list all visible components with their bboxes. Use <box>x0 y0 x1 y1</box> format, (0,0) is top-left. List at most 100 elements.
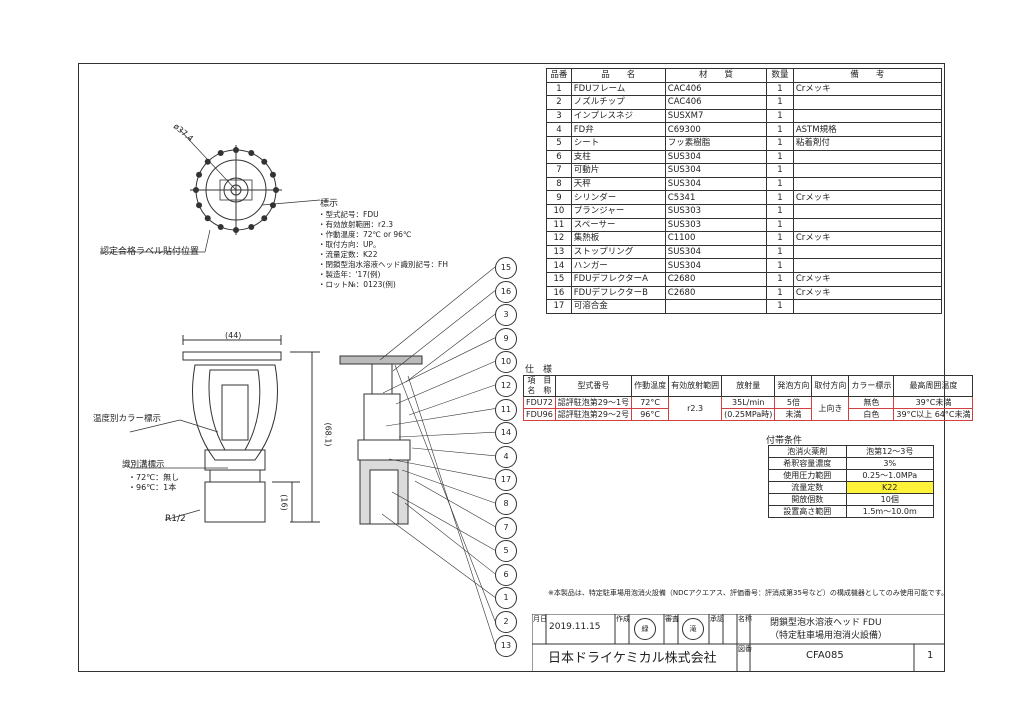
parts-cell: 1 <box>766 271 794 287</box>
side-view <box>339 355 423 525</box>
spec-type-header: 型式番号 <box>554 375 633 397</box>
parts-header-cell: 材 質 <box>664 68 768 83</box>
part-balloon: 10 <box>495 351 517 374</box>
condition-row: 泡消火薬剤泡第12～3号 <box>768 445 935 458</box>
parts-cell: フッ素樹脂 <box>664 135 768 151</box>
parts-cell: 1 <box>766 95 794 110</box>
parts-cell: 9 <box>546 190 572 205</box>
parts-cell <box>792 95 943 110</box>
parts-cell <box>792 258 943 273</box>
part-balloon: 7 <box>495 516 517 539</box>
parts-cell: CAC406 <box>664 95 768 110</box>
parts-cell: 1 <box>766 163 794 178</box>
parts-cell: Crメッキ <box>792 285 943 301</box>
deflector-tooth <box>193 187 199 193</box>
marking-line: ・作動温度：72℃ or 96℃ <box>318 230 412 239</box>
spec-flow: (0.25MPa時) <box>721 408 776 421</box>
parts-cell: 3 <box>546 108 572 124</box>
part-balloon: 12 <box>495 375 517 397</box>
balloon-leader <box>398 431 496 438</box>
spec-cell: 白色 <box>848 408 895 421</box>
deflector-tooth <box>269 202 276 209</box>
parts-cell: FD弁 <box>570 122 666 137</box>
balloon-leader <box>405 313 496 383</box>
parts-header-cell: 品番 <box>546 68 572 83</box>
parts-cell: 8 <box>546 176 572 192</box>
parts-cell: インプレスネジ <box>570 108 666 124</box>
width-dim: (44) <box>225 331 242 340</box>
date-label: 月日 <box>533 615 547 623</box>
spec-flow: 35L/min <box>721 396 776 409</box>
drawing-frame <box>78 63 945 672</box>
spec-cell: 72°C <box>631 396 670 409</box>
parts-cell <box>792 149 943 165</box>
parts-cell: FDUデフレクターA <box>570 271 666 287</box>
parts-cell: FDUフレーム <box>570 81 666 97</box>
balloon-leader <box>381 513 496 598</box>
parts-cell: SUS304 <box>664 244 768 260</box>
spec-mount-header: 取付方向 <box>811 375 850 397</box>
deflector-tooth <box>204 158 211 165</box>
parts-cell: 可動片 <box>570 163 666 178</box>
balloon-leader <box>414 480 496 527</box>
condition-label: 設置高さ範囲 <box>768 505 847 518</box>
condition-label: 希釈容量濃度 <box>768 457 847 470</box>
checked-stamp: 滝 <box>682 618 704 640</box>
parts-cell: Crメッキ <box>792 231 943 246</box>
parts-cell: シート <box>570 135 666 151</box>
parts-cell: ASTM規格 <box>792 122 943 137</box>
spec-spray: 未満 <box>774 408 813 421</box>
balloon-leader <box>394 364 496 622</box>
spec-title: 仕 様 <box>525 365 553 375</box>
parts-cell: 2 <box>546 95 572 110</box>
deflector-tooth <box>269 171 276 178</box>
deflector-tooth <box>233 227 239 233</box>
parts-cell: 1 <box>766 81 794 97</box>
part-balloon: 17 <box>495 469 517 492</box>
balloon-leader <box>379 266 496 361</box>
marking-line: ・取付方向：UP。 <box>318 240 381 249</box>
parts-cell: Crメッキ <box>792 271 943 287</box>
made-label: 作成 <box>616 615 630 623</box>
parts-cell: 支柱 <box>570 149 666 165</box>
spec-spray-header: 発泡方向 <box>774 375 813 397</box>
parts-cell: SUS303 <box>664 217 768 233</box>
spec-cell: FDU96 <box>523 408 556 421</box>
parts-cell <box>792 244 943 260</box>
thread-length-dim: (16) <box>279 494 289 511</box>
parts-header-cell: 数量 <box>766 68 794 83</box>
balloon-leader <box>404 502 496 575</box>
spec-mount: 上向き <box>811 396 850 421</box>
parts-cell: 12 <box>546 231 572 246</box>
company-name: 日本ドライケミカル株式会社 <box>548 651 717 666</box>
parts-cell: 1 <box>766 299 794 314</box>
balloon-leader <box>411 447 496 457</box>
product-subtitle: （特定駐車場用泡消火設備） <box>770 631 888 641</box>
parts-cell: 1 <box>766 108 794 124</box>
parts-cell: プランジャー <box>570 203 666 219</box>
spec-max-header: 最高周囲温度 <box>893 375 974 397</box>
groove-72: ・72℃：無し <box>128 473 180 482</box>
height-dim: (68.1) <box>323 422 333 447</box>
parts-cell: 1 <box>766 149 794 165</box>
parts-cell: 16 <box>546 285 572 301</box>
parts-cell: 13 <box>546 244 572 260</box>
balloon-leader <box>408 384 496 416</box>
parts-cell: ノズルチップ <box>570 95 666 110</box>
parts-cell: 15 <box>546 271 572 287</box>
condition-label: 流量定数 <box>768 481 847 494</box>
balloon-leader <box>385 408 496 427</box>
parts-cell <box>664 299 768 314</box>
parts-cell: 17 <box>546 299 572 314</box>
spec-cell: 認評駐泡第29～2号 <box>554 408 633 421</box>
marking-line: ・製造年：'17(例) <box>318 270 381 279</box>
parts-cell: C69300 <box>664 122 768 137</box>
